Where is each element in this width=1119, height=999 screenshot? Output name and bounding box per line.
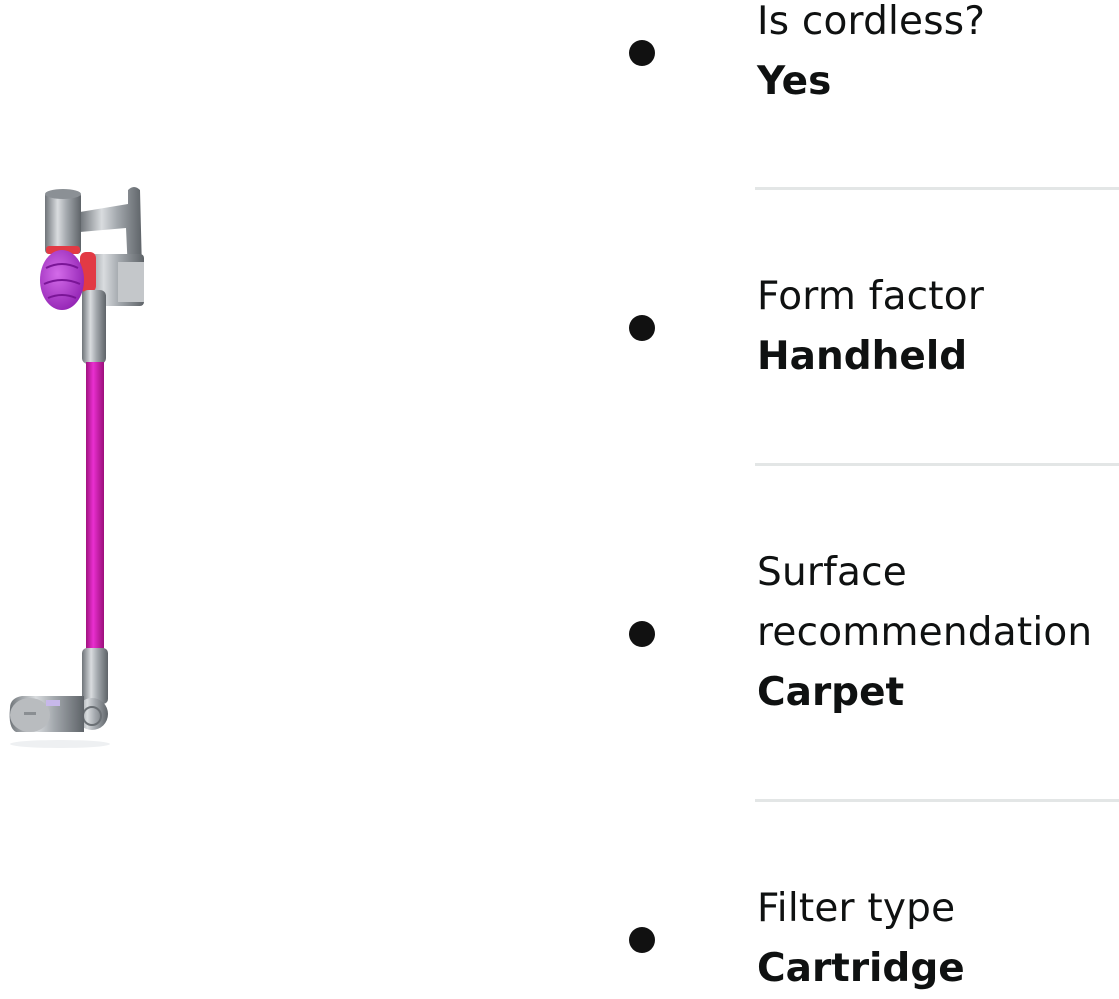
spec-item-form-factor: Form factor Handheld bbox=[757, 267, 1119, 387]
spec-label: Filter type bbox=[757, 886, 956, 931]
spec-value: Carpet bbox=[757, 670, 905, 715]
spec-label: Form factor bbox=[757, 274, 985, 319]
spec-item-surface: Surface recommendation Carpet bbox=[757, 543, 1119, 723]
divider bbox=[755, 799, 1119, 802]
spec-label: Surface bbox=[757, 550, 907, 595]
bullet-icon bbox=[629, 315, 655, 341]
spec-value: Cartridge bbox=[757, 946, 965, 991]
divider bbox=[755, 463, 1119, 466]
spec-label: Is cordless? bbox=[757, 0, 986, 44]
product-image bbox=[0, 180, 160, 760]
spec-value: Yes bbox=[757, 59, 832, 104]
bullet-icon bbox=[629, 40, 655, 66]
bullet-icon bbox=[629, 927, 655, 953]
divider bbox=[755, 187, 1119, 190]
spec-label: recommendation bbox=[757, 610, 1093, 655]
bullet-icon bbox=[629, 621, 655, 647]
spec-value: Handheld bbox=[757, 334, 968, 379]
spec-item-cordless: Is cordless? Yes bbox=[757, 0, 1119, 112]
vacuum-illustration bbox=[9, 187, 144, 748]
spec-item-filter: Filter type Cartridge bbox=[757, 879, 1119, 999]
